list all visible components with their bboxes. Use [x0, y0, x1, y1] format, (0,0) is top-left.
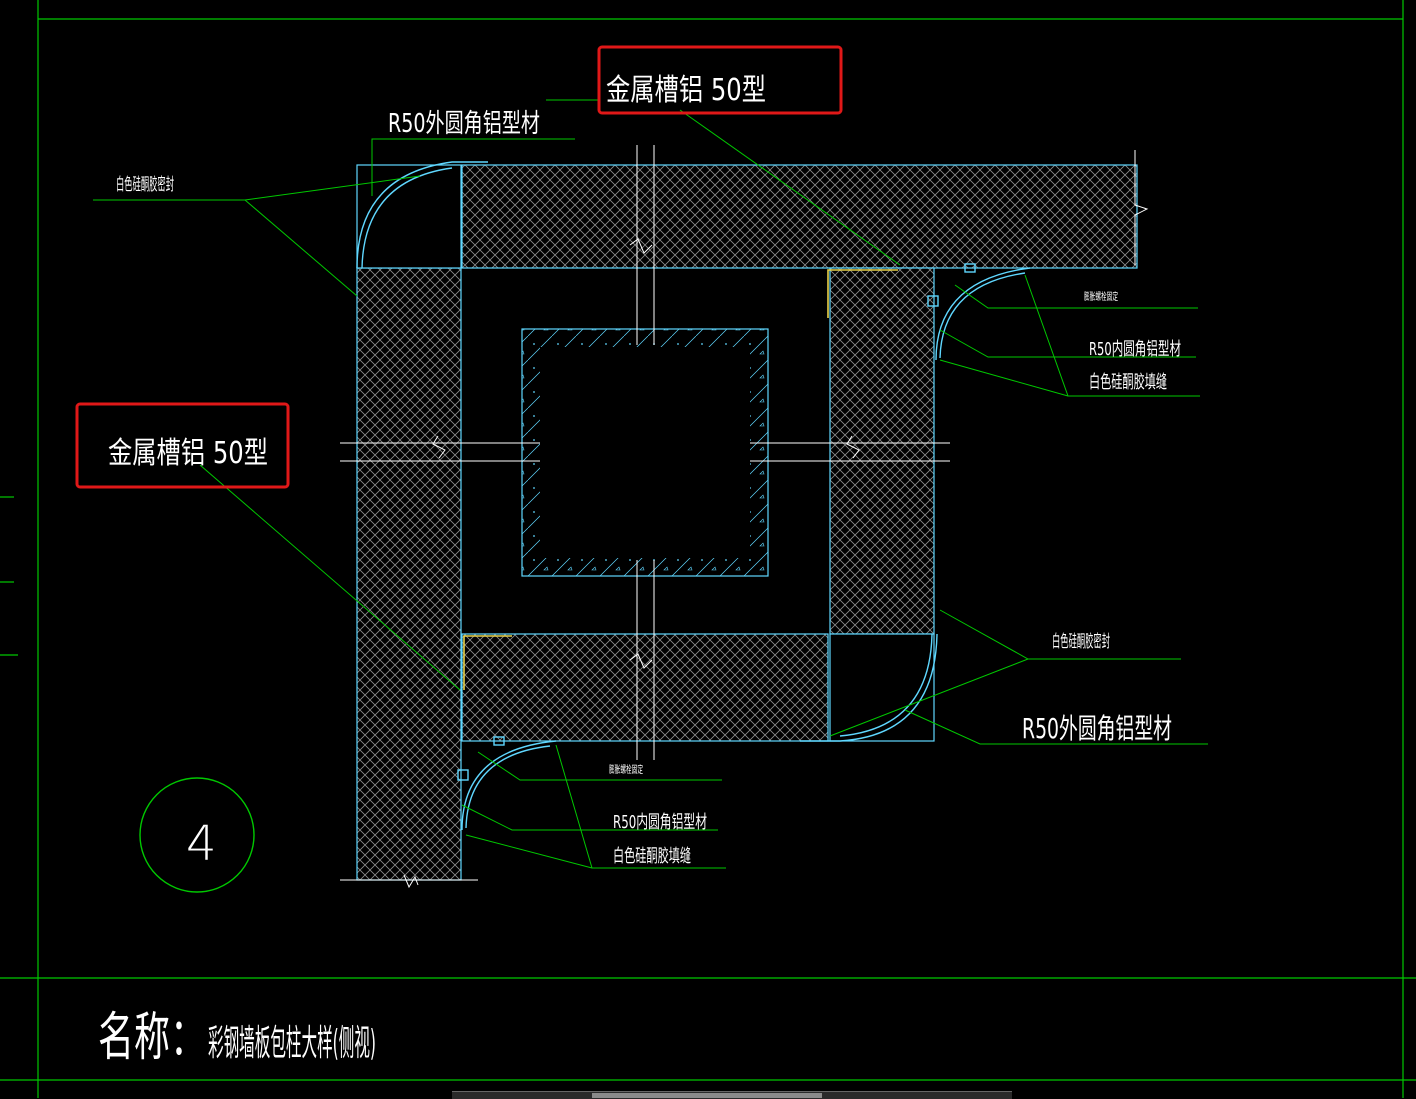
- panel-left: [356, 267, 462, 881]
- column-core: [540, 347, 750, 558]
- label-r50-outer-bottom: R50外圆角铝型材: [1022, 712, 1172, 745]
- panel-bottom: [461, 633, 829, 742]
- detail-bubble: [139, 777, 255, 893]
- label-sealant-top-left: 白色硅酮胶密封: [116, 175, 174, 195]
- metal-channels: [463, 269, 898, 690]
- panel-right: [829, 267, 935, 635]
- label-small-note-top-right: 膨胀螺栓固定: [1084, 290, 1118, 303]
- scrollbar-thumb[interactable]: [592, 1093, 822, 1098]
- label-metal-channel-left: 金属槽铝 50型: [108, 436, 268, 471]
- corner-fillers: [356, 164, 935, 742]
- label-r50-outer-top: R50外圆角铝型材: [388, 109, 540, 139]
- drawing-name-prefix: 名称：: [98, 1008, 206, 1068]
- highlight-box-top: [597, 45, 843, 115]
- highlight-box-left: [75, 402, 290, 489]
- label-metal-channel-top: 金属槽铝 50型: [606, 73, 766, 108]
- leader-lines: [93, 99, 1208, 869]
- detail-number: 4: [186, 816, 217, 872]
- r50-inner-corner-profiles: [457, 263, 1031, 831]
- drawing-name-value: 彩钢墙板包柱大样(侧视): [208, 1023, 376, 1064]
- label-r50-inner-bottom: R50内圆角铝型材: [613, 812, 707, 833]
- label-small-note-bottom: 膨胀螺栓固定: [609, 763, 643, 776]
- wall-panels: [356, 164, 1138, 881]
- break-lines: [340, 145, 1149, 889]
- label-silicone-fill-bottom: 白色硅酮胶填缝: [613, 846, 691, 867]
- horizontal-scrollbar[interactable]: [452, 1091, 1012, 1099]
- label-r50-inner-top: R50内圆角铝型材: [1089, 339, 1181, 360]
- panel-top: [461, 164, 1138, 269]
- label-sealant-mid-right: 白色硅酮胶密封: [1052, 632, 1110, 652]
- highlight-boxes: [75, 45, 843, 489]
- r50-outer-corner-profiles: [356, 161, 938, 742]
- label-silicone-fill-top: 白色硅酮胶填缝: [1089, 372, 1167, 393]
